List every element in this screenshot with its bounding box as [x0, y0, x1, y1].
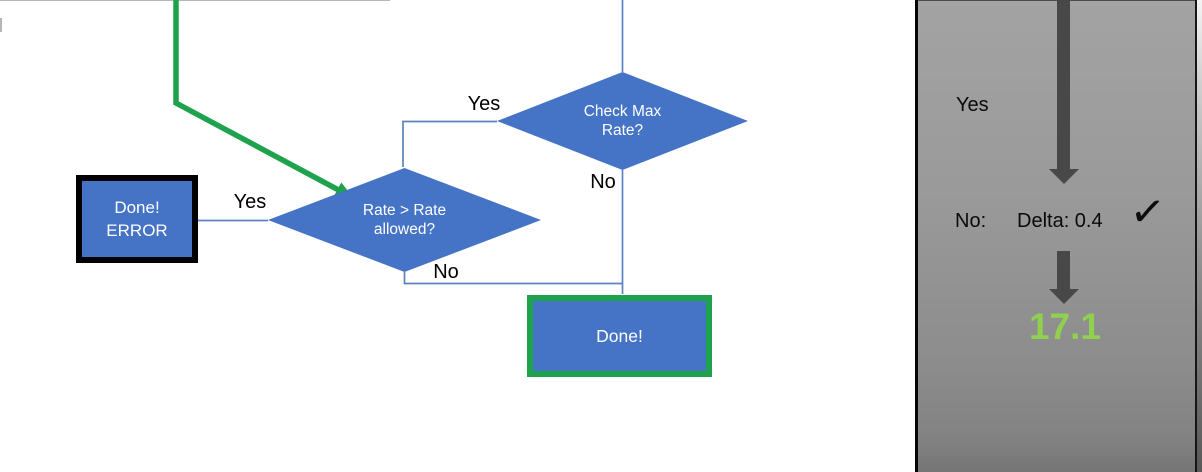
down-arrow-icon-shaft-1 [1057, 0, 1070, 170]
done-box-label: Done! [596, 325, 643, 346]
check-icon: ✓ [1127, 186, 1168, 237]
side-panel-right-sliver [1197, 0, 1202, 472]
connector-rate-no-to-done [403, 272, 623, 285]
label-yes-checkmax: Yes [467, 93, 501, 115]
left-edge-tick [0, 18, 2, 32]
down-arrow-icon-head-2 [1049, 289, 1079, 304]
down-arrow-icon-shaft-2 [1057, 251, 1070, 290]
decision-rate-allowed-text-line2: allowed? [373, 221, 436, 238]
result-value: 17.1 [1028, 306, 1101, 347]
label-no-rate: No [433, 261, 459, 283]
done-error-box-line2: ERROR [106, 221, 168, 240]
connector-checkmax-yes-to-rate [402, 120, 497, 167]
decision-rate-allowed-text-line1: Rate > Rate [362, 202, 447, 219]
panel-yes-label: Yes [956, 94, 989, 116]
panel-delta-value: Delta: 0.4 [1017, 210, 1103, 232]
done-box: Done! [527, 295, 712, 377]
label-no-checkmax: No [590, 171, 616, 193]
panel-no-label: No: [955, 210, 987, 232]
top-edge-line [0, 0, 390, 1]
label-yes-rate: Yes [233, 191, 267, 213]
down-arrow-icon-head-1 [1049, 169, 1079, 184]
decision-check-max-rate-text-line1: Check Max [583, 103, 662, 120]
decision-check-max-rate-text-line2: Rate? [601, 122, 644, 139]
side-panel-left-border [915, 0, 918, 472]
side-panel-right-border [1195, 0, 1197, 472]
done-error-box: Done! ERROR [76, 175, 198, 263]
done-error-box-line1: Done! [114, 198, 160, 217]
green-path-arrow [173, 0, 354, 198]
